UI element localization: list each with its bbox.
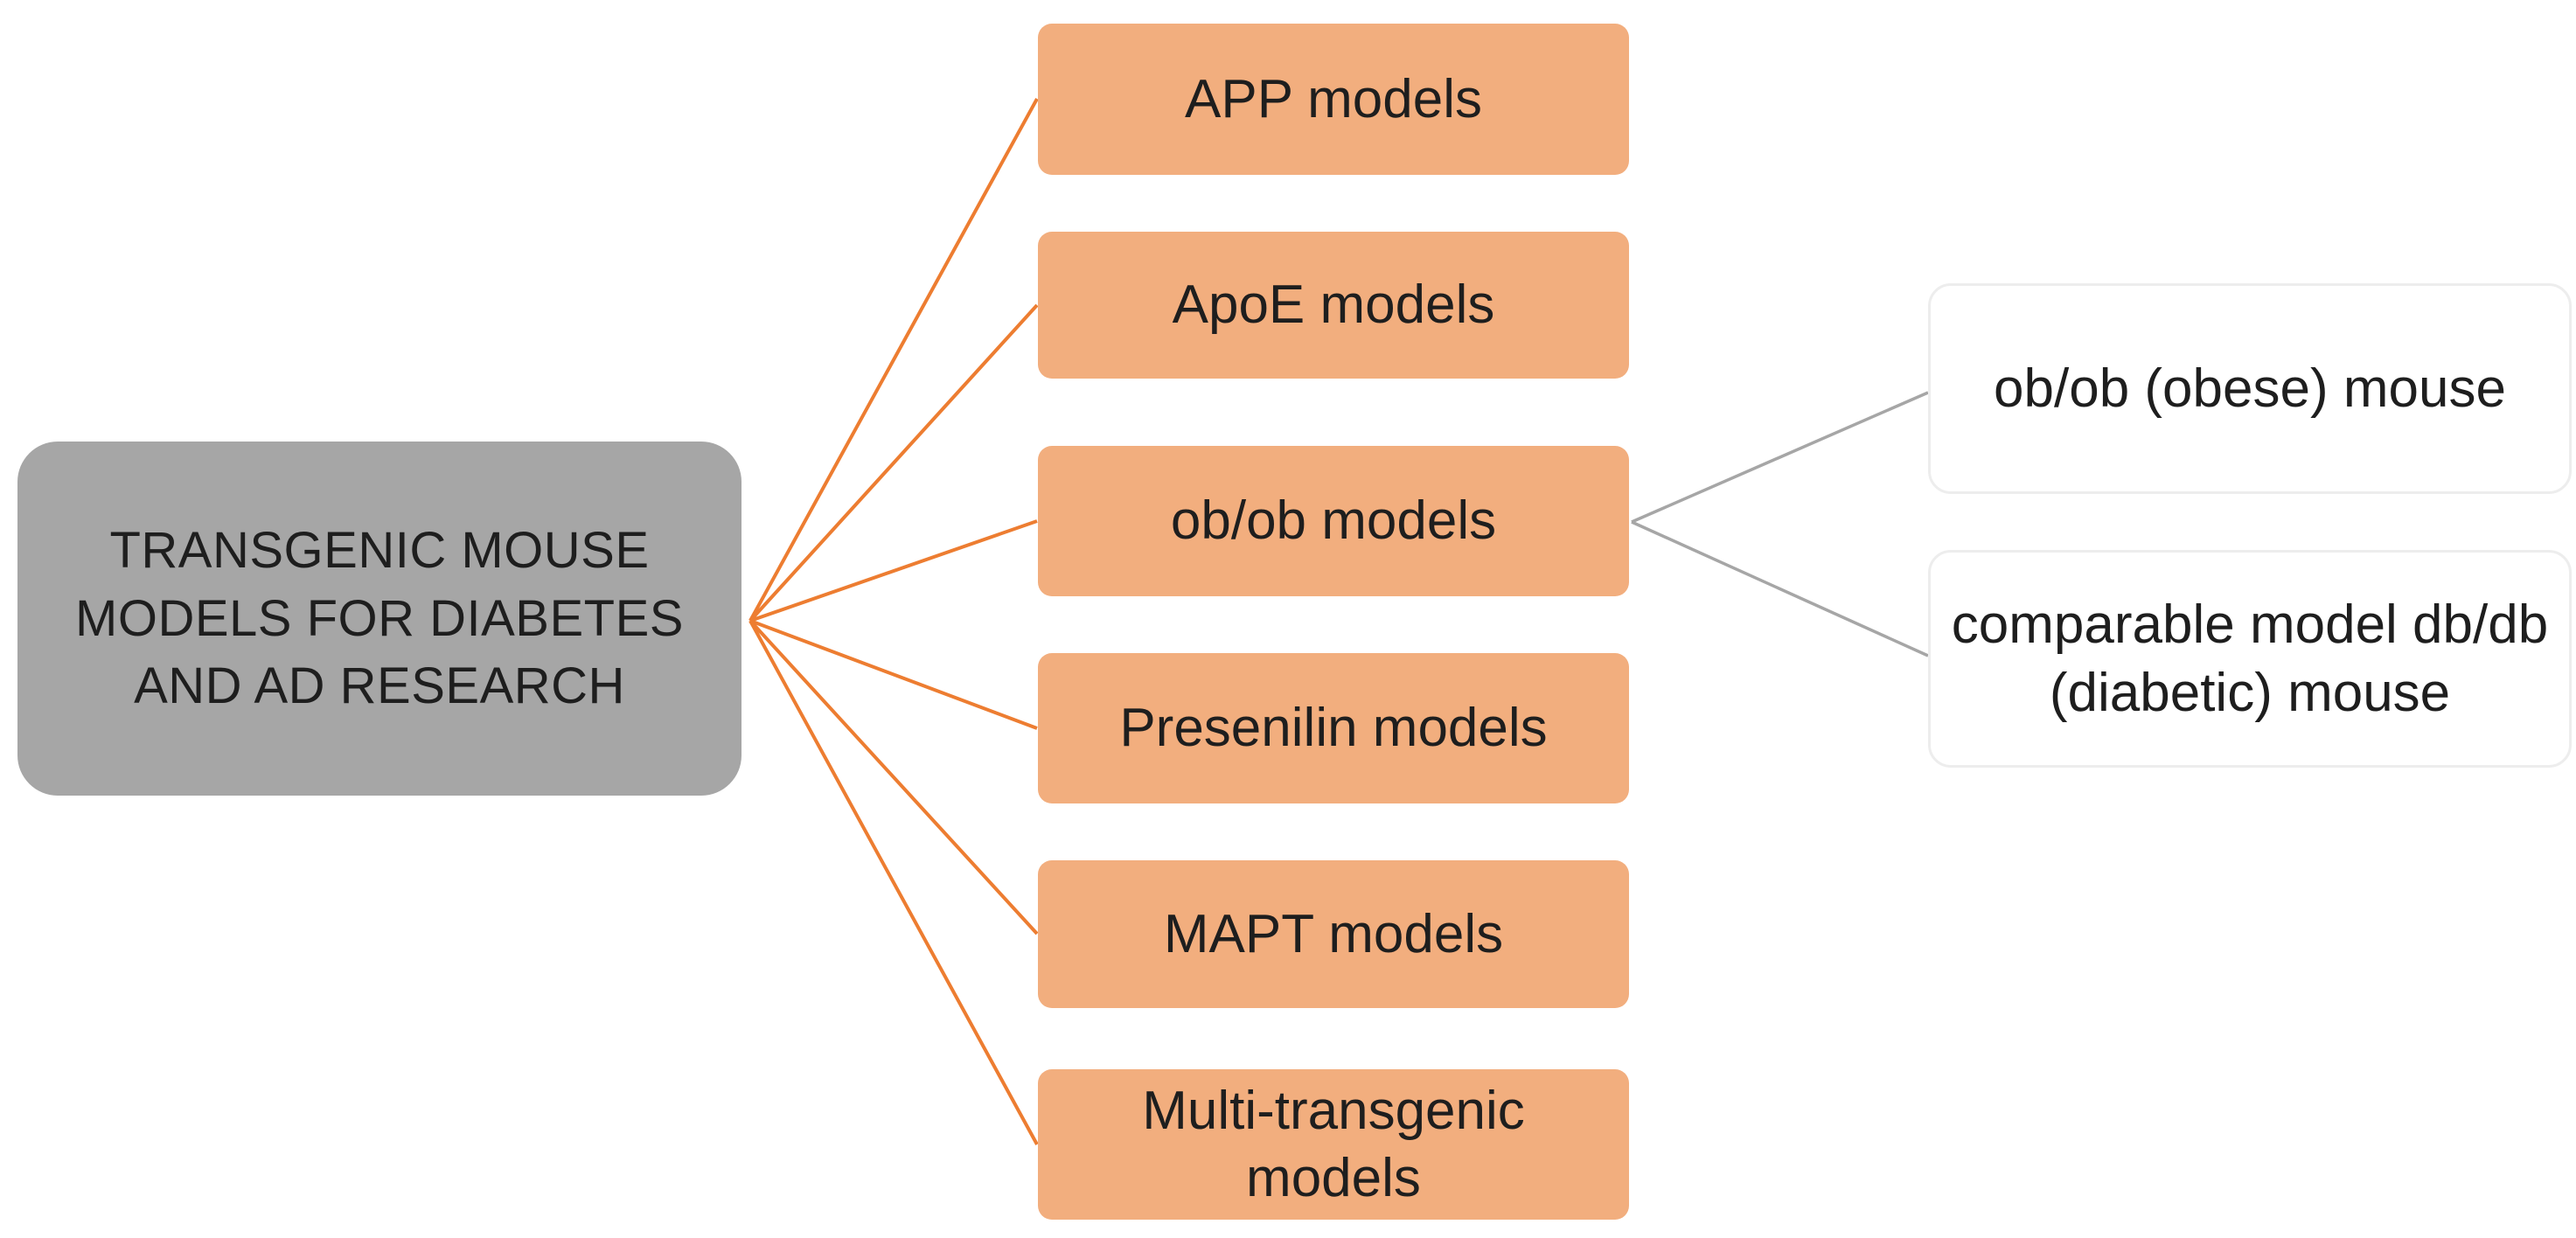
connector-root-to-app-models (748, 98, 1039, 622)
connector-root-to-multi-transgenic (748, 620, 1039, 1145)
branch-node-label: ob/ob models (1170, 490, 1497, 552)
branch-node-apoe-models: ApoE models (1038, 232, 1629, 379)
leaf-node-obob-obese-mouse: ob/ob (obese) mouse (1928, 283, 2572, 494)
connector-root-to-apoe-models (748, 303, 1039, 622)
branch-node-label: APP models (1184, 68, 1483, 129)
leaf-node-dbdb-diabetic-mouse: comparable model db/db (diabetic) mouse (1928, 550, 2572, 768)
root-node-label: TRANSGENIC MOUSE MODELS FOR DIABETES AND… (75, 521, 684, 715)
leaf-node-label: ob/ob (obese) mouse (1994, 358, 2506, 419)
branch-node-presenilin-models: Presenilin models (1038, 653, 1629, 803)
connector-obob-to-obese-mouse (1631, 391, 1929, 524)
branch-node-mapt-models: MAPT models (1038, 860, 1629, 1008)
connector-root-to-presenilin-models (749, 619, 1038, 730)
branch-node-obob-models: ob/ob models (1038, 446, 1629, 596)
connector-root-to-obob-models (749, 519, 1038, 622)
connector-root-to-mapt-models (748, 619, 1039, 935)
leaf-node-label: comparable model db/db (diabetic) mouse (1951, 595, 2549, 723)
branch-node-label: Presenilin models (1119, 698, 1548, 759)
connector-obob-to-dbdb-mouse (1631, 520, 1929, 657)
branch-node-multi-transgenic-models: Multi-transgenic models (1038, 1069, 1629, 1220)
root-node-transgenic-mouse-models: TRANSGENIC MOUSE MODELS FOR DIABETES AND… (17, 442, 741, 796)
branch-node-label: MAPT models (1163, 903, 1504, 964)
branch-node-app-models: APP models (1038, 24, 1629, 175)
branch-node-label: Multi-transgenic models (1142, 1080, 1525, 1209)
branch-node-label: ApoE models (1172, 275, 1495, 336)
